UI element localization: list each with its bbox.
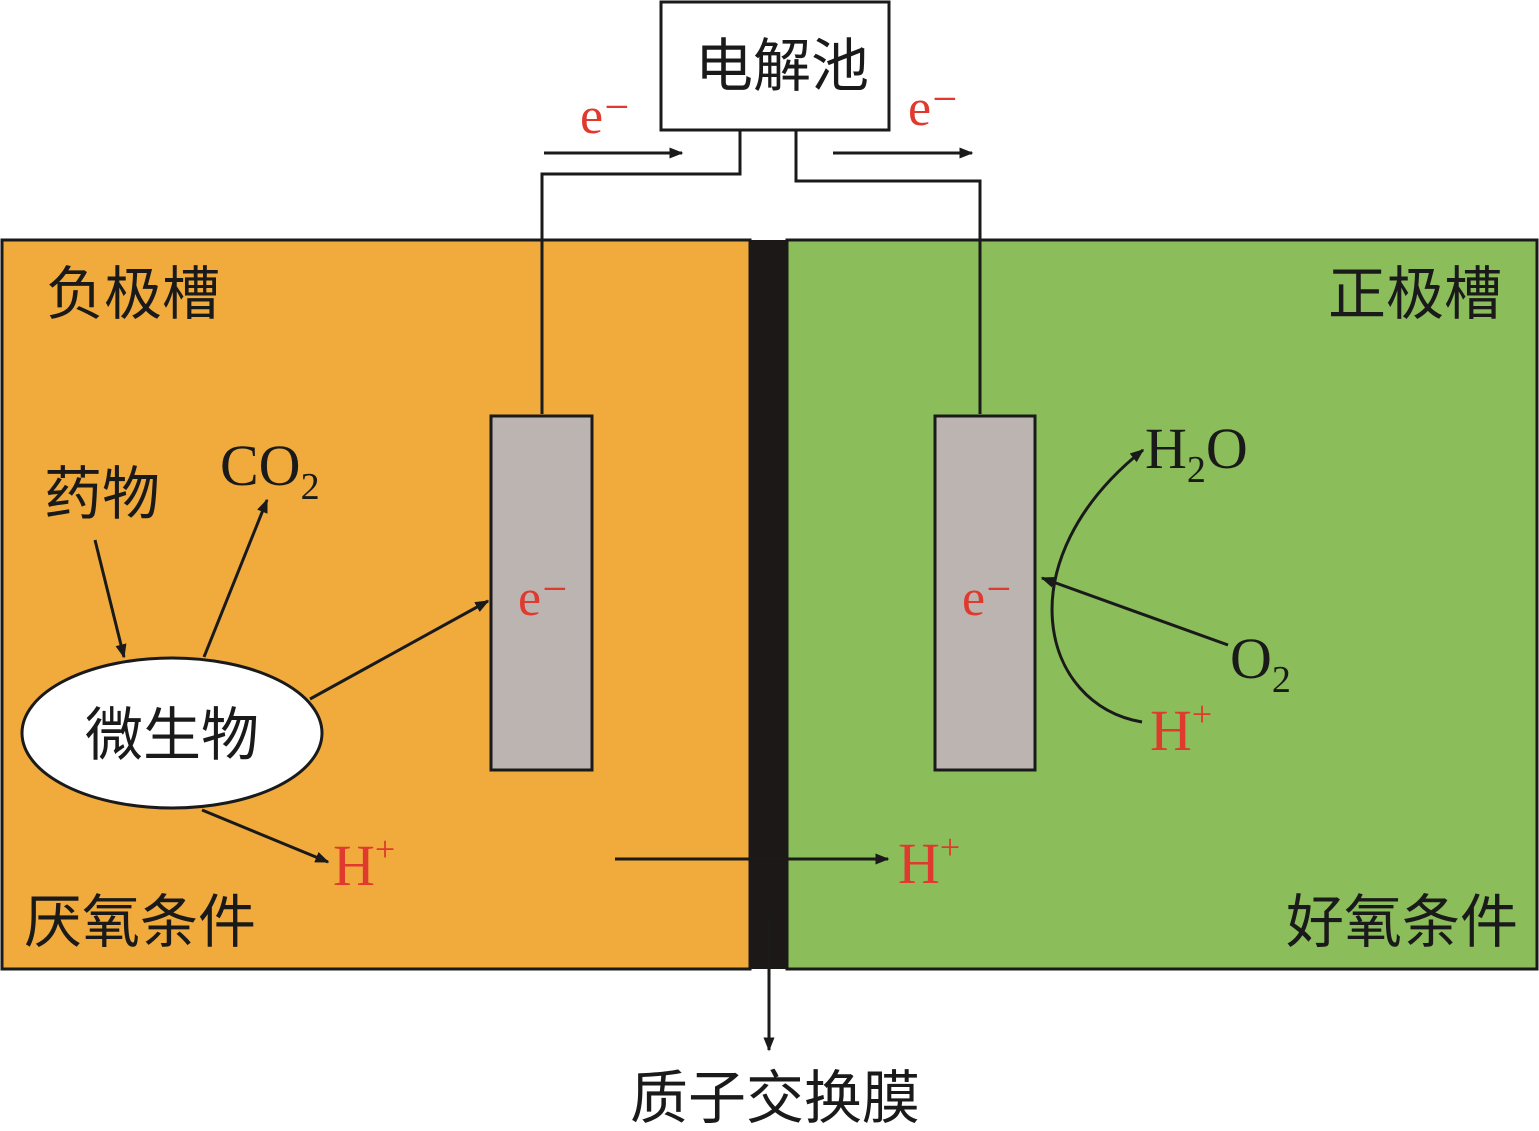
microbe-label: 微生物 (85, 701, 259, 769)
anode-electrode (489, 414, 594, 772)
anode-chamber (0, 238, 752, 971)
co2-label: CO2 (220, 433, 320, 508)
water-tail: O (1206, 416, 1248, 481)
oxygen-subscript: 2 (1272, 659, 1291, 701)
co2-subscript: 2 (301, 466, 320, 508)
proton-exchange-membrane (749, 240, 788, 969)
crossing-proton-superscript: + (940, 827, 960, 867)
cathode-proton-label: H+ (1150, 694, 1212, 763)
electrolyzer-label: 电解池 (695, 32, 869, 100)
anode-wire (540, 131, 742, 414)
water-subscript: 2 (1187, 449, 1206, 491)
oxygen-to-cathode-arrow (1040, 576, 1229, 647)
anaerobic-condition-label: 厌氧条件 (24, 888, 256, 956)
water-label: H2O (1145, 416, 1248, 491)
anode-proton-superscript: + (375, 829, 395, 869)
crossing-proton-label: H+ (898, 827, 960, 896)
electron-label-right: e⁻ (908, 80, 959, 137)
microbe-ellipse (20, 656, 324, 810)
electron-label-left: e⁻ (580, 88, 631, 145)
anode-proton-label: H+ (333, 829, 395, 898)
cathode-chamber (785, 238, 1539, 971)
cathode-proton-base: H (1150, 698, 1192, 763)
cathode-electrode-electron: e⁻ (962, 570, 1013, 627)
cathode-wire (794, 131, 982, 414)
proton-to-water-arrow (1050, 448, 1145, 724)
drug-label: 药物 (44, 460, 160, 528)
crossing-proton-base: H (898, 831, 940, 896)
microbe-to-proton-arrow (201, 808, 330, 864)
drug-to-microbe-arrow (93, 539, 127, 659)
electrolyzer-box (659, 0, 891, 132)
oxygen-base: O (1230, 626, 1272, 691)
cathode-proton-superscript: + (1192, 694, 1212, 734)
microbe-to-anode-arrow (309, 599, 490, 701)
oxygen-label: O2 (1230, 626, 1291, 701)
microbe-to-co2-arrow (202, 498, 269, 658)
anode-electrode-electron: e⁻ (518, 570, 569, 627)
cathode-chamber-title: 正极槽 (1328, 260, 1502, 328)
co2-base: CO (220, 433, 301, 498)
water-base: H (1145, 416, 1187, 481)
anode-proton-base: H (333, 833, 375, 898)
cathode-electrode (933, 414, 1037, 772)
membrane-label: 质子交换膜 (630, 1064, 920, 1131)
aerobic-condition-label: 好氧条件 (1286, 888, 1518, 956)
anode-chamber-title: 负极槽 (46, 260, 220, 328)
